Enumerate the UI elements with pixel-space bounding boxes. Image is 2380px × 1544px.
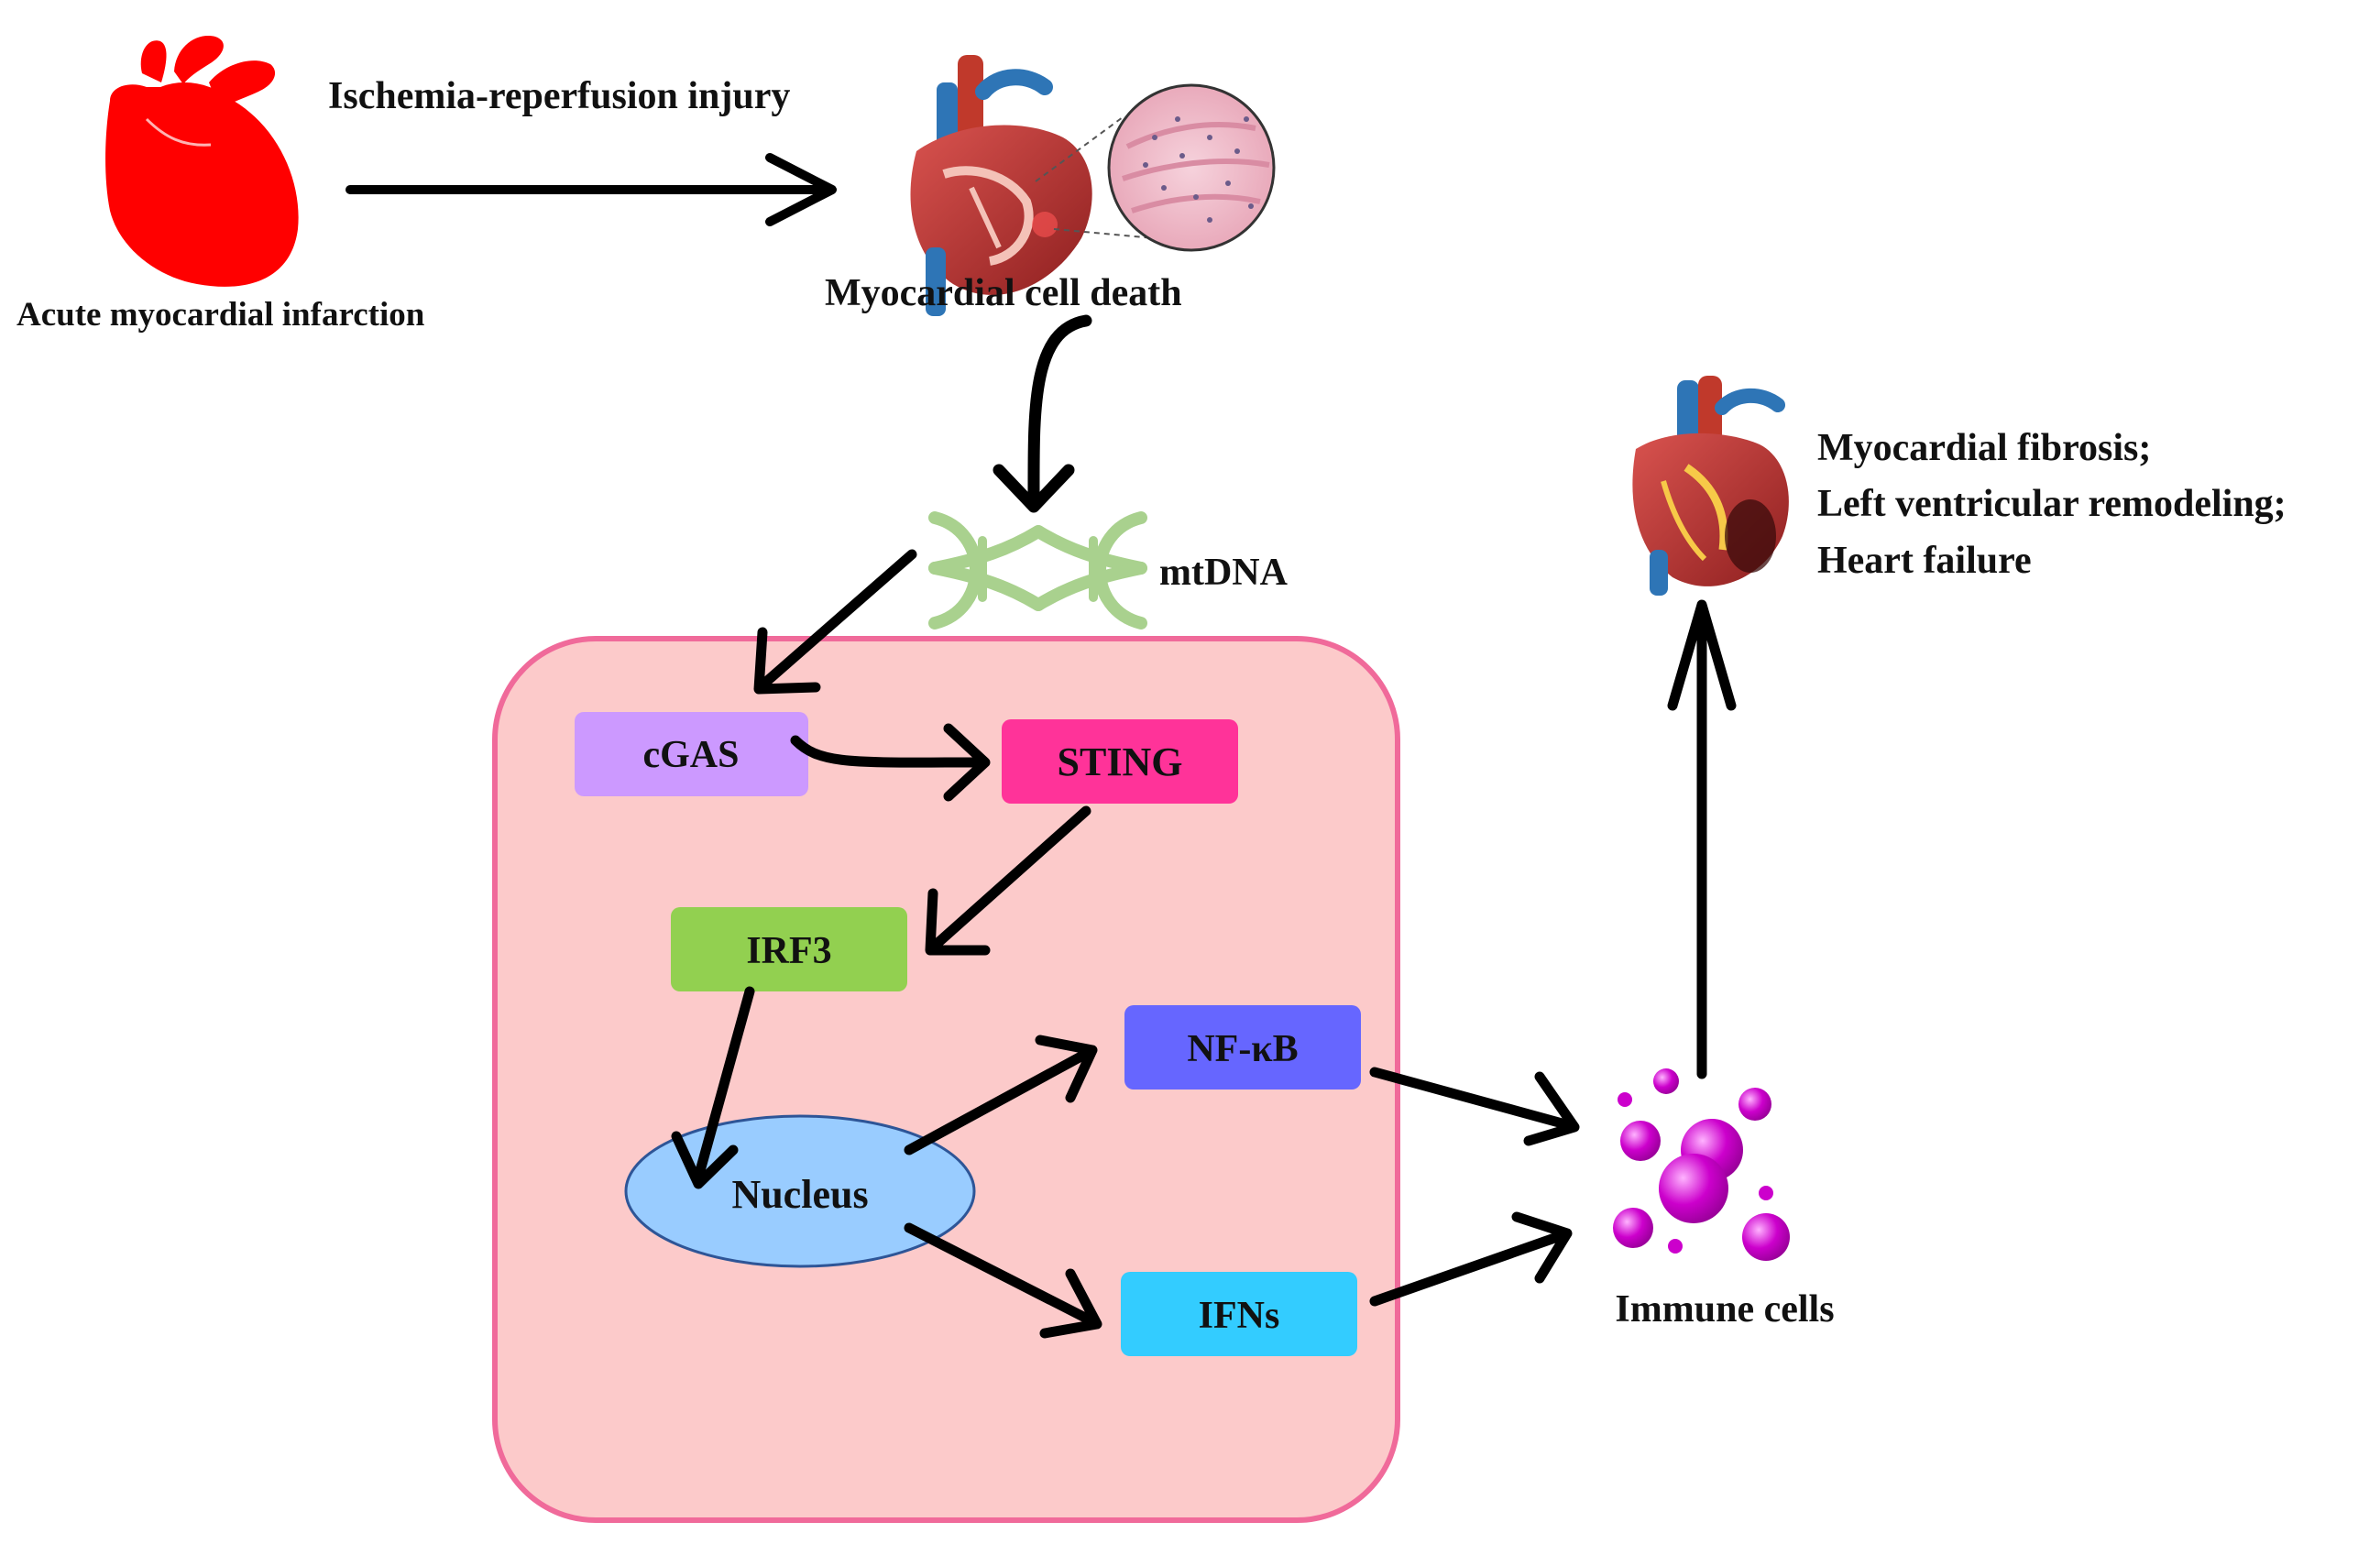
sting-node: STING [1002, 719, 1238, 804]
dna-helix-icon [928, 511, 1147, 630]
red-heart-icon [105, 36, 299, 287]
injury-arrow [345, 153, 837, 226]
outcome-fibrosis-label: Myocardial fibrosis; [1817, 427, 2151, 469]
sting-label: STING [1058, 739, 1183, 784]
cgas-node: cGAS [575, 712, 808, 796]
irf3-label: IRF3 [746, 930, 831, 972]
mtdna-label: mtDNA [1159, 552, 1289, 594]
sting-to-irf3-arrow [925, 805, 1091, 956]
injury-label: Ischemia-reperfusion injury [328, 75, 790, 117]
nucleus-to-ifns-arrow [904, 1222, 1102, 1339]
tissue-magnifier-icon [1035, 83, 1276, 252]
cgas-to-sting-arrow [790, 723, 991, 802]
nucleus-node: Nucleus [624, 1114, 976, 1268]
anatomical-heart-icon [910, 55, 1092, 316]
nucleus-label: Nucleus [731, 1172, 868, 1217]
mtdna-to-cgas-arrow [753, 549, 917, 695]
ifns-node: IFNs [1121, 1272, 1357, 1356]
nfkb-to-immune-arrow [1369, 1067, 1580, 1146]
immune-cells-label: Immune cells [1615, 1288, 1834, 1330]
ami-label: Acute myocardial infarction [16, 296, 425, 334]
outcome-remodeling-label: Left ventricular remodeling; [1817, 483, 2287, 525]
cell-death-label: Myocardial cell death [825, 272, 1182, 314]
irf3-node: IRF3 [671, 907, 907, 991]
immune-to-outcome-arrow [1667, 599, 1737, 1079]
outcome-heart-failure-label: Heart failure [1817, 540, 2032, 582]
failing-heart-icon [1632, 376, 1789, 596]
nucleus-to-nfkb-arrow [904, 1035, 1098, 1155]
immune-cells-icon [1613, 1068, 1790, 1261]
cgas-label: cGAS [643, 734, 740, 776]
cell-death-to-mtdna-arrow [993, 314, 1092, 513]
ifns-to-immune-arrow [1369, 1211, 1573, 1307]
ifns-label: IFNs [1199, 1295, 1280, 1337]
nfkb-node: NF-κB [1124, 1005, 1361, 1090]
nfkb-label: NF-κB [1187, 1028, 1298, 1070]
irf3-to-nucleus-arrow [671, 986, 755, 1189]
